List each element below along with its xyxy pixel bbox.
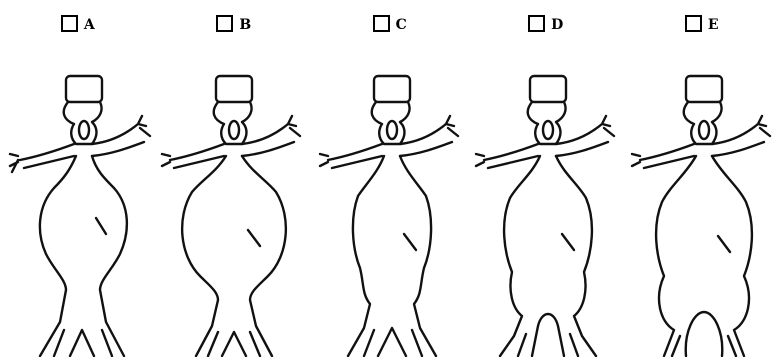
option-d: D: [468, 0, 624, 357]
option-e-checkbox[interactable]: E: [624, 12, 780, 34]
option-a-label: A: [84, 17, 95, 33]
aorta-diagram-a: [0, 60, 156, 357]
checkbox-d-box[interactable]: [528, 15, 545, 32]
aorta-diagram-e: [624, 60, 780, 357]
option-b-checkbox[interactable]: B: [156, 12, 312, 34]
option-a: A: [0, 0, 156, 357]
aorta-diagram-b: [156, 60, 312, 357]
option-e: E: [624, 0, 780, 357]
option-c: C: [312, 0, 468, 357]
option-d-label: D: [551, 17, 564, 33]
option-a-checkbox[interactable]: A: [0, 12, 156, 34]
option-d-checkbox[interactable]: D: [468, 12, 624, 34]
checkbox-e-box[interactable]: [685, 15, 702, 32]
checkbox-a-box[interactable]: [61, 15, 78, 32]
aorta-diagram-c: [312, 60, 468, 357]
option-c-checkbox[interactable]: C: [312, 12, 468, 34]
checkbox-c-box[interactable]: [373, 15, 390, 32]
option-b-label: B: [239, 17, 251, 33]
checkbox-b-box[interactable]: [216, 15, 233, 32]
option-c-label: C: [396, 17, 408, 33]
option-b: B: [156, 0, 312, 357]
option-e-label: E: [708, 17, 719, 33]
aorta-diagram-d: [468, 60, 624, 357]
